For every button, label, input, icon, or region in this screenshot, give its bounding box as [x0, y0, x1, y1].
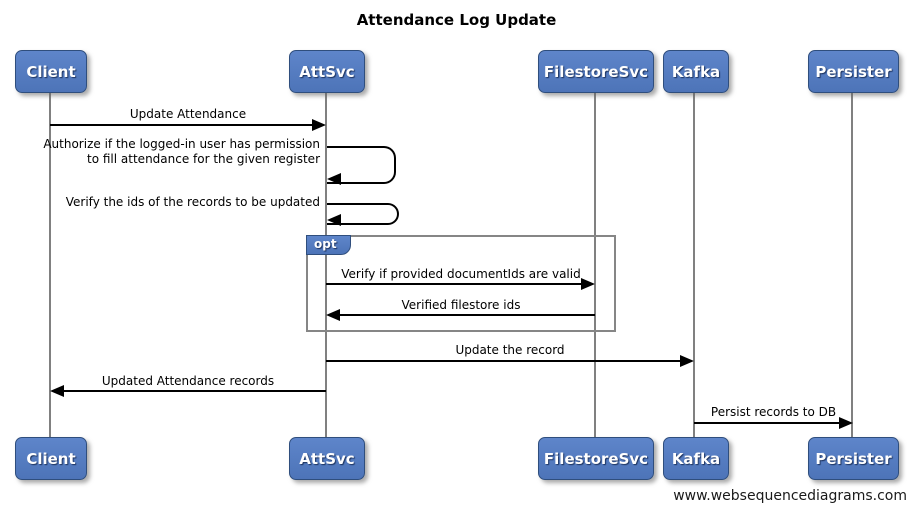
opt-fragment-label: opt [306, 235, 351, 255]
message-label-verify-ids: Verify the ids of the records to be upda… [65, 195, 320, 209]
message-line [326, 360, 680, 362]
message-label-verified-filestore-ids: Verified filestore ids [401, 298, 521, 312]
actor-label: FilestoreSvc [543, 449, 649, 468]
message-label-persist-records: Persist records to DB [710, 405, 837, 419]
opt-fragment-frame: opt [306, 235, 616, 332]
arrowhead-right [680, 355, 694, 367]
diagram-title: Attendance Log Update [356, 11, 557, 29]
message-label-updated-attendance-records: Updated Attendance records [101, 374, 275, 388]
message-line [326, 283, 581, 285]
lifeline-filestoresvc [594, 93, 596, 437]
actor-label: Client [26, 62, 76, 81]
message-label-update-record: Update the record [455, 343, 565, 357]
lifeline-kafka [693, 93, 695, 437]
arrowhead-right [312, 119, 326, 131]
actor-box-attsvc-top: AttSvc [289, 50, 365, 93]
message-line [50, 124, 312, 126]
actor-box-kafka-bottom: Kafka [663, 437, 729, 480]
actor-label: AttSvc [299, 62, 355, 81]
arrowhead-left [326, 309, 340, 321]
actor-box-client-bottom: Client [15, 437, 87, 480]
message-line [694, 422, 839, 424]
message-label-authorize: Authorize if the logged-in user has perm… [43, 137, 320, 166]
lifeline-persister [851, 93, 853, 437]
actor-box-attsvc-bottom: AttSvc [289, 437, 365, 480]
arrowhead-right [581, 278, 595, 290]
actor-box-filestoresvc-top: FilestoreSvc [538, 50, 654, 93]
actor-label: AttSvc [299, 449, 355, 468]
self-message-loop [327, 203, 399, 225]
actor-box-persister-bottom: Persister [808, 437, 899, 480]
arrowhead-left [327, 173, 341, 185]
arrowhead-right [839, 417, 853, 429]
arrowhead-left [327, 214, 341, 226]
message-line [64, 390, 326, 392]
actor-label: Kafka [671, 62, 721, 81]
message-label-update-attendance: Update Attendance [129, 107, 247, 121]
lifeline-attsvc [325, 93, 327, 437]
message-line [340, 314, 595, 316]
actor-label: Persister [815, 449, 892, 468]
actor-label: Persister [815, 62, 892, 81]
actor-label: FilestoreSvc [543, 62, 649, 81]
actor-box-client-top: Client [15, 50, 87, 93]
lifeline-client [49, 93, 51, 437]
actor-box-persister-top: Persister [808, 50, 899, 93]
arrowhead-left [50, 385, 64, 397]
actor-label: Kafka [671, 449, 721, 468]
self-message-loop [327, 146, 396, 184]
actor-box-kafka-top: Kafka [663, 50, 729, 93]
watermark-url: www.websequencediagrams.com [673, 488, 907, 504]
actor-label: Client [26, 449, 76, 468]
actor-box-filestoresvc-bottom: FilestoreSvc [538, 437, 654, 480]
message-label-verify-documentids: Verify if provided documentIds are valid [341, 267, 581, 281]
